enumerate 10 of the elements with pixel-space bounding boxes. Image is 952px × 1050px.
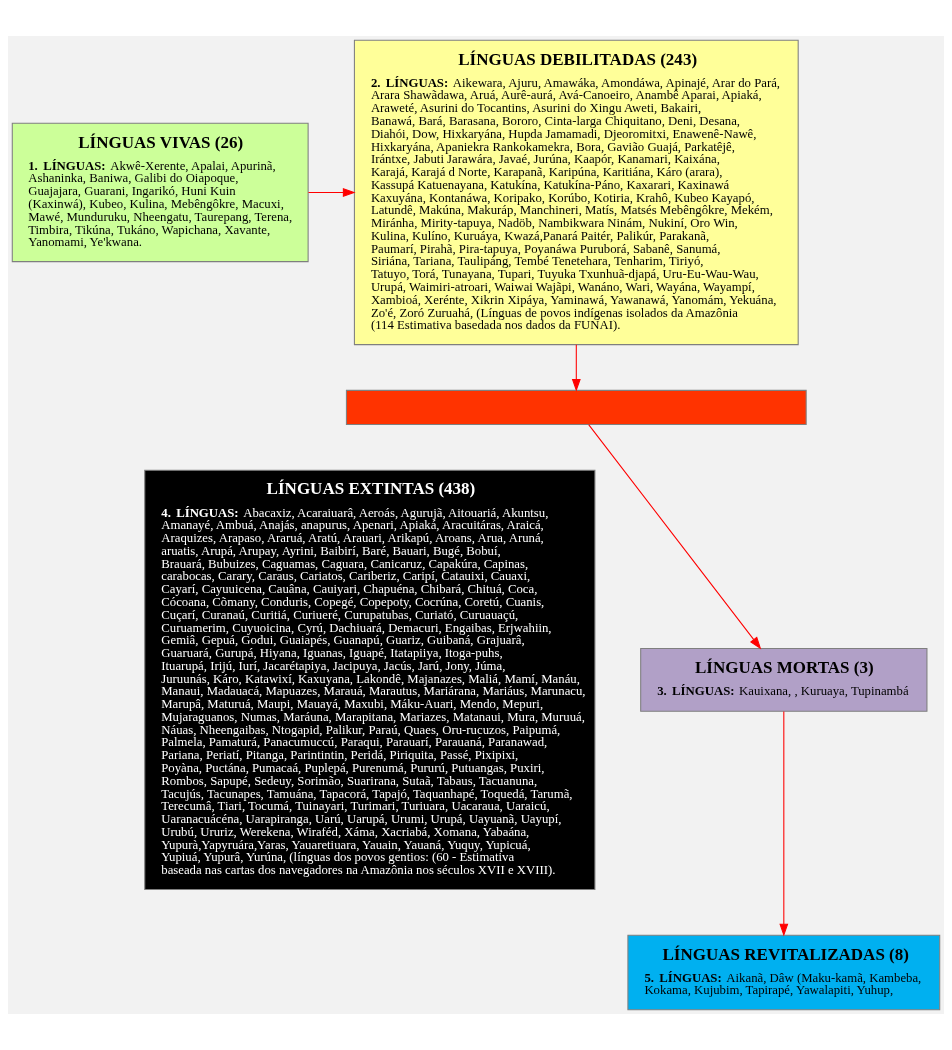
- node-box: LÍNGUAS DEBILITADAS (243) 2. LÍNGUAS: Aikewara, Ajuru, Amawáka, Amondáwa, Apinajé, Arar do Pará, Arara Shawãdawa, Aruá, Aurê-aurá, Avá-Canoeiro, Anambê Aparai, Apiaká, Araweté, Asurini do Tocantins, Asurini do Xingu Aweti, Bakairi, Banawá, Bará, Barasana, Bororo, Cinta-larga Chiquitano, Deni, Desana, Diahói, Dow, Hixkaryána, Hupda Jamamadi, Djeoromitxi, Enawenê-Nawê, Hixkaryána, Apaniekra Rankokamekra, Bora, Gavião Guajá, Parkatêjê, Irántxe, Jabuti Jarawára, Javaé, Jurúna, Kaapór, Kanamari, Kaixána, Karajá, Karajá d Norte, Karapanã, Karipúna, Karitiána, Káro (arara), Kassupá Katuenayana, Katukína, Katukína-Páno, Kaxarari, Kaxinawá Kaxuyána, Kontanáwa, Koripako, Korúbo, Kotiria, Krahô, Kubeo Kayapó, Latundê, Makúna, Makuráp, Manchineri, Matís, Matsés Mebêngôkre, Mekém, Miránha, Mirity-tapuya, Nadöb, Nambikwara Ninám, Nukiní, Oro Win, Kulina, Kulíno, Kuruáya, Kwazá,Panará Paitér, Palikúr, Parakanã, Paumarí, Pirahã, Pira-tapuya, Poyanáwa Puruborá, Sabanê, Sanumá, Siriána, Tariana, Taulipáng, Tembé Tenetehara, Tenharim, Tiriyó, Tatuyo, Torá, Tunayana, Tupari, Tuyuka Txunhuã-djapá, Uru-Eu-Wau-Wau, Urupá, Waimiri-atroari, Waiwai Wajãpi, Wanáno, Wari, Wayána, Wayampí, Xambioá, Xerénte, Xikrin Xipáya, Yaminawá, Yawanawá, Yanomám, Yekuána, Zo'é, Zoró Zuruahá, (Línguas de povos indígenas isolados da Amazônia (114 Estimativa basedada nos dados da FUNAI).: [353, 39, 799, 346]
- arrow: [308, 187, 356, 197]
- arrow: [779, 710, 789, 937]
- node-bar: [345, 389, 807, 425]
- arrow: [571, 344, 581, 392]
- node-box: LÍNGUAS EXTINTAS (438) 4. LÍNGUAS: Abacaxiz, Acaraiuarâ, Aeroás, Agurujã, Aitouariá, Akuntsu, Amanayé, Ambuá, Anajás, anapurus, Apenari, Apiaká, Aracuitáras, Araicá, Araquizes, Arapaso, Araruá, Aratú, Arauari, Arikapú, Aroans, Arua, Aruná, aruatis, Arupá, Arupay, Ayrini, Baibirí, Baré, Bauari, Bugé, Bobuí, Brauará, Bubuizes, Caguamas, Caguara, Canicaruz, Capakúra, Capinas, carabocas, Carary, Caraus, Cariatos, Cariberiz, Caripí, Catauixi, Cauaxi, Cayarí, Cayuuicena, Cauâna, Cauiyari, Chapuéna, Chibará, Chituá, Coca, Cócoana, Cõmany, Conduris, Copegé, Copepoty, Cocrúna, Coretú, Cuanis, Cuçarí, Curanaú, Curitiá, Curiueré, Curupatubas, Curiató, Curuauaçú, Curuamerim, Cuyuoicina, Cyrú, Dachiuará, Demacuri, Engaibas, Erjwahiin, Gemiâ, Gepuá, Godui, Guaiapés, Guanapú, Guariz, Guibaná, Grajuarâ, Guaruará, Gurupá, Hiyana, Iguanas, Iguapé, Itatapiiya, Itoga-puhs, Ituarupá, Irijú, Iurí, Jacarétapiya, Jacipuya, Jacús, Jarú, Jony, Júma, Juruunás, Káro, Katawixí, Kaxuyana, Lakondê, Majanazes, Maliá, Mamí, Manáu, Manaui, Madauacá, Mapuazes, Marauá, Marautus, Mariárana, Mariáus, Marunacu, Marupâ, Maturuá, Maupi, Mauayá, Maxubi, Máku-Auari, Mendo, Mepuri, Mujaraguanos, Numas, Maráuna, Marapitana, Mariazes, Matanaui, Mura, Muruuá, Náuas, Nheengaibas, Ntogapid, Palikur, Paraú, Quaes, Oru-rucuzos, Paipumá, Palmela, Pamaturá, Panacumuccú, Paraqui, Parauarí, Parauaná, Paranawad, Pariana, Periatí, Pitanga, Parintintin, Peridá, Piriquita, Passé, Pixipixi, Poyàna, Puctána, Pumacaá, Puplepá, Purenumá, Pururú, Putuangas, Puxiri, Rombos, Sapupé, Sedeuy, Sorimão, Suarirana, Sutaã, Tabaus, Tacuanuna, Tacujús, Tacunapes, Tamuána, Tapacorá, Tapajó, Taquanhapé, Toquedá, Tarumã, Terecumâ, Tiari, Tocumá, Tuinayari, Turimari, Turiuara, Uacaraua, Uaraicú, Uaranacuácéna, Uarapiranga, Uarú, Uarupá, Urumi, Urupá, Uayuanã, Uayupí, Urubú, Ururiz, Werekena, Wiraféd, Xáma, Xacriabá, Xomana, Yabaána, Yupurà,Yapyruára,Yaras, Yauaretiuara, Yauain, Yauaná, Yuquy, Yupicuá, Yupiuá, Yupurâ, Yurúna, (línguas dos povos gentios: (60 - Estimativa baseada nas cartas dos navegadores na Amazônia nos séculos XVII e XVIII).: [144, 469, 596, 890]
- node-box: LÍNGUAS VIVAS (26) 1. LÍNGUAS: Akwê-Xerente, Apalai, Apurinã, Ashaninka, Baniwa, Galibi do Oiapoque, Guajajara, Guarani, Ingarikó, Huni Kuin (Kaxinwá), Kubeo, Kulina, Mebêngôkre, Macuxi, Mawé, Munduruku, Nheengatu, Taurepang, Terena, Timbira, Tikúna, Tukáno, Wapichana, Xavante, Yanomami, Ye'kwana.: [11, 122, 309, 263]
- node-box: LÍNGUAS MORTAS (3) 3. LÍNGUAS: Kauixana, , Kuruaya, Tupinambá: [640, 647, 928, 712]
- node-box: LÍNGUAS REVITALIZADAS (8) 5. LÍNGUAS: Aikanã, Dâw (Maku-kamã, Kambeba, Kokama, Kujubim, Tapirapé, Yawalapiti, Yuhup,: [627, 934, 941, 1011]
- arrow: [588, 424, 762, 650]
